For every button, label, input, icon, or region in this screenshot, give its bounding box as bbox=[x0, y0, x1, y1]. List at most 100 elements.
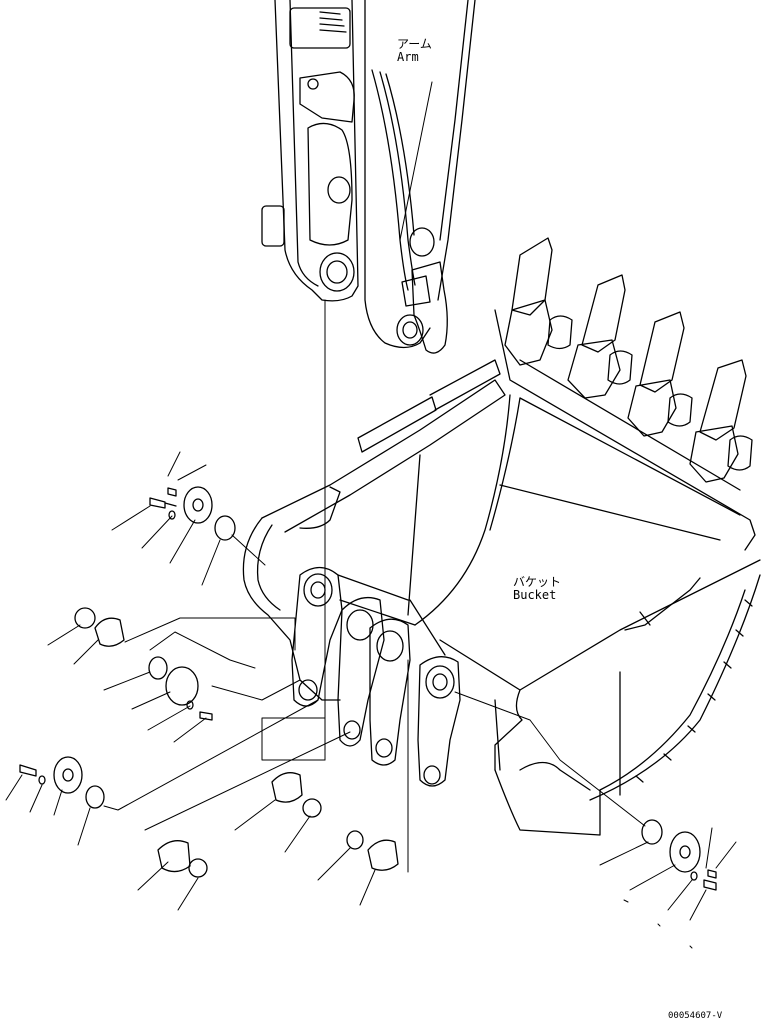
washer-upper-left bbox=[169, 511, 175, 519]
bucket-rib-5 bbox=[708, 694, 715, 700]
leader-lr-oring bbox=[455, 692, 645, 826]
bucket-front-vertical-2 bbox=[495, 700, 500, 770]
bucket-tooth-4-adapter bbox=[690, 426, 738, 482]
leader-lr-8 bbox=[658, 924, 660, 926]
bushing-center-3 bbox=[368, 840, 398, 870]
bucket-lip-edge bbox=[520, 360, 740, 490]
bucket-boss-left-bore-inner bbox=[311, 582, 325, 598]
arm-label-en: Arm bbox=[397, 50, 419, 65]
bucket-label-en: Bucket bbox=[513, 588, 557, 603]
bucket-boss-left-outer bbox=[292, 568, 342, 707]
washer-lower-left bbox=[39, 776, 45, 784]
leader-ul-4 bbox=[178, 465, 206, 480]
o-ring-upper-left bbox=[215, 516, 235, 540]
bucket-rib-3 bbox=[736, 630, 743, 636]
bucket-rib-7 bbox=[664, 754, 671, 760]
arm-right-plate bbox=[365, 0, 430, 348]
bucket-bottom-plate bbox=[520, 763, 590, 791]
pin-flange-upper-left bbox=[184, 487, 212, 523]
o-ring-left-1 bbox=[75, 608, 95, 628]
bucket-tooth-3 bbox=[640, 312, 684, 392]
arm-label: アーム Arm bbox=[397, 37, 432, 65]
leader-l-2 bbox=[74, 640, 98, 664]
leader-arm-label bbox=[400, 82, 432, 240]
bolt-lower-right bbox=[704, 880, 716, 890]
bucket-right-wall bbox=[590, 575, 760, 800]
pin-flange-lower-left bbox=[54, 757, 82, 793]
bolt-upper-left bbox=[150, 498, 176, 508]
arm-mid-boss bbox=[328, 177, 350, 203]
pin-flange-lower-right-hub bbox=[680, 846, 690, 858]
leader-l-4 bbox=[104, 672, 150, 690]
screw-upper-left bbox=[168, 488, 176, 496]
leader-c-4 bbox=[145, 732, 350, 830]
arm-back-edge-inner bbox=[440, 0, 468, 240]
bucket-label: バケット Bucket bbox=[513, 575, 561, 603]
arm-assembly bbox=[262, 0, 475, 353]
bucket-boss-right-bore-inner bbox=[433, 674, 447, 690]
bucket-inner-back bbox=[408, 455, 420, 615]
leader-ll-5 bbox=[104, 700, 318, 810]
bucket-floor-line-2 bbox=[520, 398, 740, 515]
bucket-left-cheek-inner bbox=[258, 525, 280, 610]
o-ring-center-1 bbox=[303, 799, 321, 817]
bucket-inner-curve-2 bbox=[490, 398, 520, 530]
o-ring-center-3 bbox=[347, 831, 363, 849]
bucket-boss-right-inner bbox=[370, 619, 410, 765]
leader-ul-1 bbox=[112, 506, 150, 530]
bucket-bottom bbox=[495, 770, 600, 835]
arm-pin-bore-outer bbox=[320, 253, 354, 291]
arm-link-boss bbox=[410, 228, 434, 256]
bucket-shroud-3 bbox=[668, 394, 692, 426]
arm-tip-lever bbox=[412, 262, 447, 353]
arm-tip-bore-outer bbox=[397, 315, 423, 345]
bucket-boss-left-inner bbox=[338, 598, 384, 746]
bucket-boss-right-inner-bore bbox=[377, 631, 403, 661]
bucket-teeth bbox=[505, 238, 752, 482]
bucket-tooth-4 bbox=[700, 360, 746, 440]
leader-l-6 bbox=[148, 706, 190, 730]
bucket-boss-web bbox=[338, 575, 445, 655]
leader-ul-5 bbox=[170, 520, 195, 563]
bucket-front-frame bbox=[440, 640, 522, 770]
pin-hardware bbox=[20, 487, 716, 890]
bucket-shroud-4 bbox=[728, 436, 752, 470]
bucket-boss-left-inner-lower-bore bbox=[344, 721, 360, 739]
hydraulic-line-2 bbox=[380, 72, 415, 285]
screw-lower-right bbox=[708, 870, 716, 878]
leader-lines bbox=[6, 82, 736, 948]
o-ring-lower-right bbox=[642, 820, 662, 844]
leader-lr-7 bbox=[624, 900, 628, 902]
bucket-boss-right-bore bbox=[426, 666, 454, 698]
leader-ll-2 bbox=[30, 785, 42, 812]
leader-l-8 bbox=[150, 632, 255, 668]
leader-c-5 bbox=[138, 862, 168, 890]
leader-lr-5 bbox=[706, 828, 712, 868]
leader-ul-2 bbox=[142, 516, 172, 548]
leader-lr-4 bbox=[690, 890, 706, 920]
leader-l-3 bbox=[125, 618, 295, 650]
bucket-right-rim-2 bbox=[625, 578, 700, 630]
bucket-rib-4 bbox=[724, 662, 731, 668]
arm-left-plate-inner bbox=[290, 0, 318, 286]
leader-c-3 bbox=[285, 816, 310, 852]
o-ring-left-2 bbox=[149, 657, 167, 679]
pin-flange-left-mid bbox=[166, 667, 198, 705]
leader-ul-3 bbox=[168, 452, 180, 476]
leader-l-9 bbox=[212, 680, 300, 700]
o-ring-lower-left bbox=[86, 786, 104, 808]
arm-grill bbox=[320, 12, 346, 32]
bucket-rim-plate-2 bbox=[430, 360, 500, 410]
bucket-tooth-1-adapter bbox=[505, 300, 552, 365]
leader-ul-6 bbox=[202, 540, 220, 585]
bushing-left-1 bbox=[95, 618, 124, 646]
arm-tip-lever-detail bbox=[402, 276, 430, 306]
bolt-left-mid bbox=[200, 712, 212, 720]
leader-ll-1 bbox=[6, 775, 22, 800]
arm-bracket-lower bbox=[300, 72, 354, 122]
leader-ul-oring bbox=[232, 535, 265, 565]
leader-c-6 bbox=[178, 878, 198, 910]
washer-left-mid bbox=[187, 701, 193, 709]
arm-back-edge bbox=[438, 0, 475, 300]
bucket-rib-8 bbox=[636, 776, 643, 782]
